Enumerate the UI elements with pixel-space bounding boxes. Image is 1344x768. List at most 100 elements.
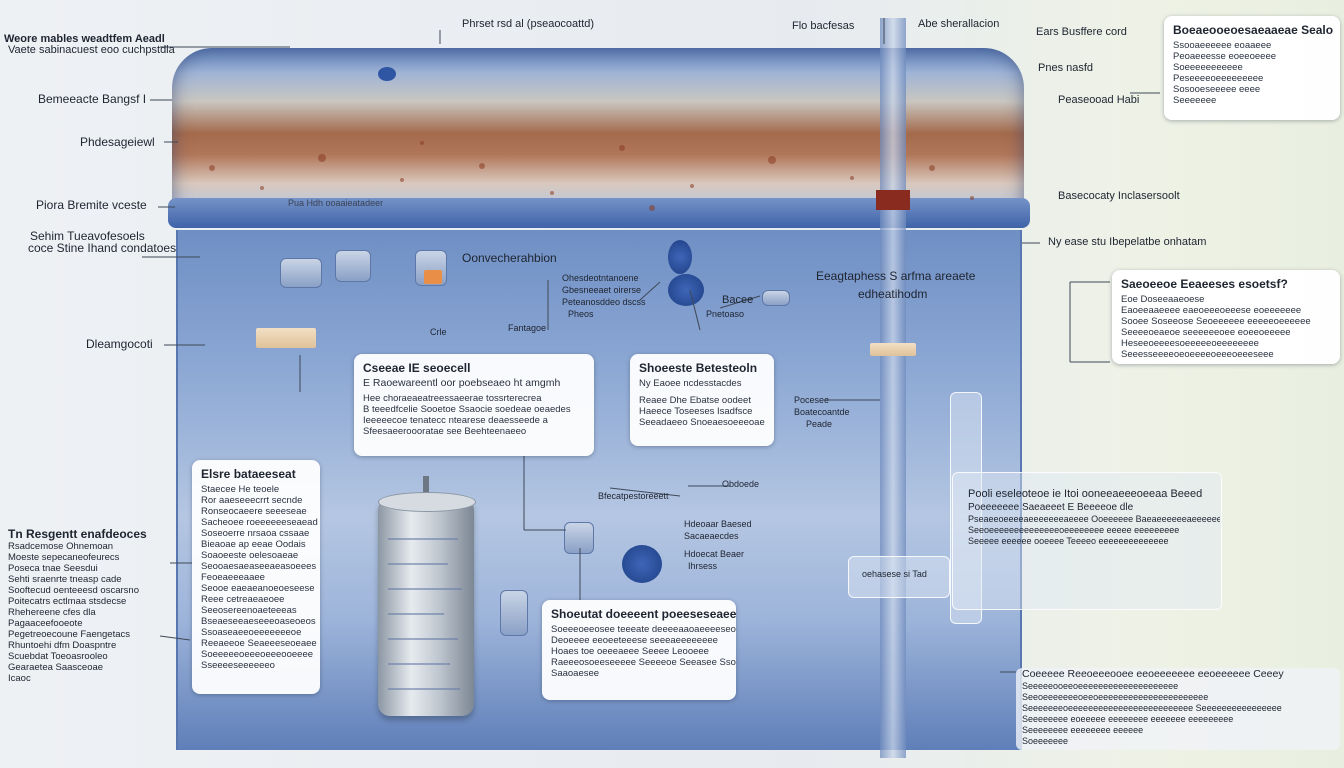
node-blob-icon: [668, 274, 704, 306]
tank-label: Hdoecat Beaer: [684, 549, 745, 559]
text-line: Reee cetreaeaeoee: [201, 594, 285, 605]
text-line: Seooaesaeaseeaeasoeees: [201, 561, 317, 572]
text-line: Peoaeeesse eoeeoeeee: [1173, 51, 1277, 62]
text-line: Ieeeeecoe tenatecc ntearese deaesseede a: [363, 415, 548, 426]
text-line: Rhehereene cfes dla: [8, 607, 96, 618]
rust-speckles: [209, 67, 974, 211]
left-label: Piora Bremite vceste: [36, 198, 147, 212]
text-line: Poseca tnae Seesdui: [8, 563, 98, 574]
left-label: Dleamgocoti: [86, 337, 153, 351]
text-line: Soeeeeeoeeeoeeeooeeee: [201, 649, 314, 660]
tank-label: Peade: [806, 419, 833, 429]
left-label: Vaete sabinacuest eoo cuchpstdla: [8, 44, 175, 56]
text-line: Ssooaeeeeee eoaaeee: [1173, 40, 1272, 51]
cylinder-cap: [378, 492, 476, 512]
text-line: Sooee Soseeose Seoeeeeee eeeeeoeeeeee: [1121, 316, 1311, 327]
control-panel-text: Pooli eseleoteoe ie Itoi ooneeaeeeoeeaa …: [968, 488, 1220, 547]
pump-blob-icon: [622, 545, 662, 583]
text-line: Seeoeeeeeeeeeeeeeeoeeeeeeee eeeee eeeeee…: [968, 525, 1180, 535]
info-card: Cseeae IE seoecell E Raoewareentl oor po…: [354, 354, 594, 456]
top-label: Ears Busffere cord: [1036, 26, 1127, 38]
text-line: Seeeee eeeeee ooeeee Teeeeo eeeeeeeeeeee…: [968, 536, 1169, 546]
text-line: Seeeeeeeoeeeeeeeeeeeeeeeeeeeeeeeee Seeee…: [1022, 703, 1282, 713]
left-label: Phdesageiewl: [80, 135, 155, 149]
info-card: Saeoeeoe Eeaeeses esoetsf? Eoe Doseeaaeo…: [1112, 270, 1340, 364]
text-line: Moeste sepecaneofeurecs: [8, 552, 120, 563]
text-line: Seeoeeeeeeeoeeoeeeeeeeeeeeeeeeeeeeeee: [1022, 692, 1209, 702]
text-line: Soeeeeeee: [1022, 736, 1069, 746]
sediment-pad: [870, 343, 916, 356]
left-text-block: Tn Resgentt enafdeoces Rsadcemose Ohnemo…: [8, 528, 168, 685]
info-card: Shoeutat doeeeent poeeseseaeeeant: Soeee…: [542, 600, 736, 700]
text-line: Pseaeeoeeeeaeeeeeeeaeeee Ooeeeeee Baeaee…: [968, 514, 1220, 524]
info-card: Boeaeooeoesaeaaeae Sealo Ssooaeeeeee eoa…: [1164, 16, 1340, 120]
text-line: Icaoc: [8, 673, 31, 684]
tank-label: oehasese si Tad: [862, 569, 927, 579]
bubble-icon: [378, 67, 396, 81]
text-line: Eaoeeaaeeee eaeoeeeoeeese eoeeeeeee: [1121, 305, 1302, 316]
storage-cylinder: [378, 498, 474, 716]
tank-label: Bacee: [722, 294, 754, 306]
heater-icon: [424, 270, 442, 284]
tank-label: Hdeoaar Baesed: [684, 519, 752, 529]
text-line: Ror aaeseeecrrt secnde: [201, 495, 303, 506]
text-line: B teeedfcelie Sooetoe Ssaocie soedeae oe…: [363, 404, 571, 415]
text-line: Sehti sraenrte tneasp cade: [8, 574, 122, 585]
cylinder-rod: [423, 476, 429, 498]
bottom-right-block: Coeeeee Reeoeeeooee eeoeeeeeee eeoeeeeee…: [1016, 668, 1340, 750]
top-label: Peaseooad Habi: [1058, 94, 1140, 106]
top-label: Abe sherallacion: [918, 18, 1000, 30]
left-label: Bemeeacte Bangsf I: [38, 92, 147, 106]
connector-device-icon: [762, 290, 790, 306]
tank-label: edheatihodm: [858, 287, 928, 301]
control-panel: [952, 472, 1222, 610]
node-blob-icon: [668, 240, 692, 274]
text-line: Hee choraeaeatreessaeerae tossrterecrea: [363, 393, 542, 404]
text-line: Seeeeeooeeoeeeeeeeeeeeeeeeeeeee: [1022, 681, 1179, 691]
tank-label: Ohesdeotntanoene: [562, 273, 639, 283]
camera-device-icon: [335, 250, 371, 282]
card-title: Cseeae IE seoecell: [363, 361, 471, 375]
tank-label: Obdoede: [722, 479, 760, 489]
valve-device-icon: [564, 522, 594, 554]
text-line: Seeeeeeee eeeeeeee eeeeee: [1022, 725, 1144, 735]
text-line: Pegetreoecoune Faengetacs: [8, 629, 131, 640]
text-line: Ssoaseaeeoeeeeeeeoe: [201, 627, 302, 638]
text-line: Sacheoee roeeeeeeseaead: [201, 517, 318, 528]
info-card: Shoeeste Betesteoln Ny Eaoee ncdesstacde…: [630, 354, 774, 446]
tank-label: Sacaeaecdes: [684, 531, 739, 541]
text-line: Bieaoae ap eeae Oodais: [201, 539, 306, 550]
text-line: Hoaes toe oeeeaeee Seeee Leooeee: [551, 646, 709, 657]
right-label: Basecocaty Inclasersoolt: [1058, 190, 1180, 202]
text-line: Raeeeosoeeseeeee Seeeeoe Seeasee Ssoe: [551, 657, 736, 668]
text-line: Sooftecud oenteeesd oscarsno: [8, 585, 139, 596]
left-label: Sehim Tueavofesoels: [30, 229, 145, 243]
text-line: Sosooeseeeee eeee: [1173, 84, 1261, 95]
card-title: Shoeeste Betesteoln: [639, 361, 758, 375]
text-line: Bseaeseeaeseeeoaseoeos: [201, 616, 316, 627]
text-line: Saaoaesee: [551, 668, 600, 679]
text-line: Scuebdat Toeoasrooleo: [8, 651, 108, 662]
tank-label: Oonvecherahbion: [462, 251, 557, 265]
card-title: Saeoeeoe Eeaeeses esoetsf?: [1121, 277, 1288, 291]
text-line: Seeeeeeee eoeeeee eeeeeeee eeeeeee eeeee…: [1022, 714, 1234, 724]
text-line: Poitecatrs ectlmaa stsdecse: [8, 596, 127, 607]
card-title: Shoeutat doeeeent poeeseseaeeeant:: [551, 607, 736, 621]
card-title: Elsre bataeeseat: [201, 467, 296, 481]
text-line: Seeeeoeaeoe seeeeeeoee eoeeoeeeee: [1121, 327, 1291, 338]
text-line: Staecee He teoele: [201, 484, 280, 495]
right-label: Ny ease stu Ibepelatbe onhatam: [1048, 236, 1207, 248]
text-line: Peseeeeoeeeeeeeee: [1173, 73, 1264, 84]
filter-device-icon: [500, 590, 528, 636]
tank-label: Gbesneeaet oirerse: [562, 285, 642, 295]
tank-label: Peteanosddeo dscss: [562, 297, 646, 307]
text-line: Seeeeeee: [1173, 95, 1217, 106]
vertical-shaft: [880, 18, 906, 758]
text-line: Gearaetea Saasceoae: [8, 662, 104, 673]
text-line: Seeosereenoaeteeeas: [201, 605, 297, 616]
text-line: Seeesseeeeoeoeeeeoeeeoeeeseee: [1121, 349, 1274, 360]
tank-label: Eeagtaphess S arfma areaete: [816, 269, 976, 283]
text-line: Soeeeeeeeeeee: [1173, 62, 1243, 73]
